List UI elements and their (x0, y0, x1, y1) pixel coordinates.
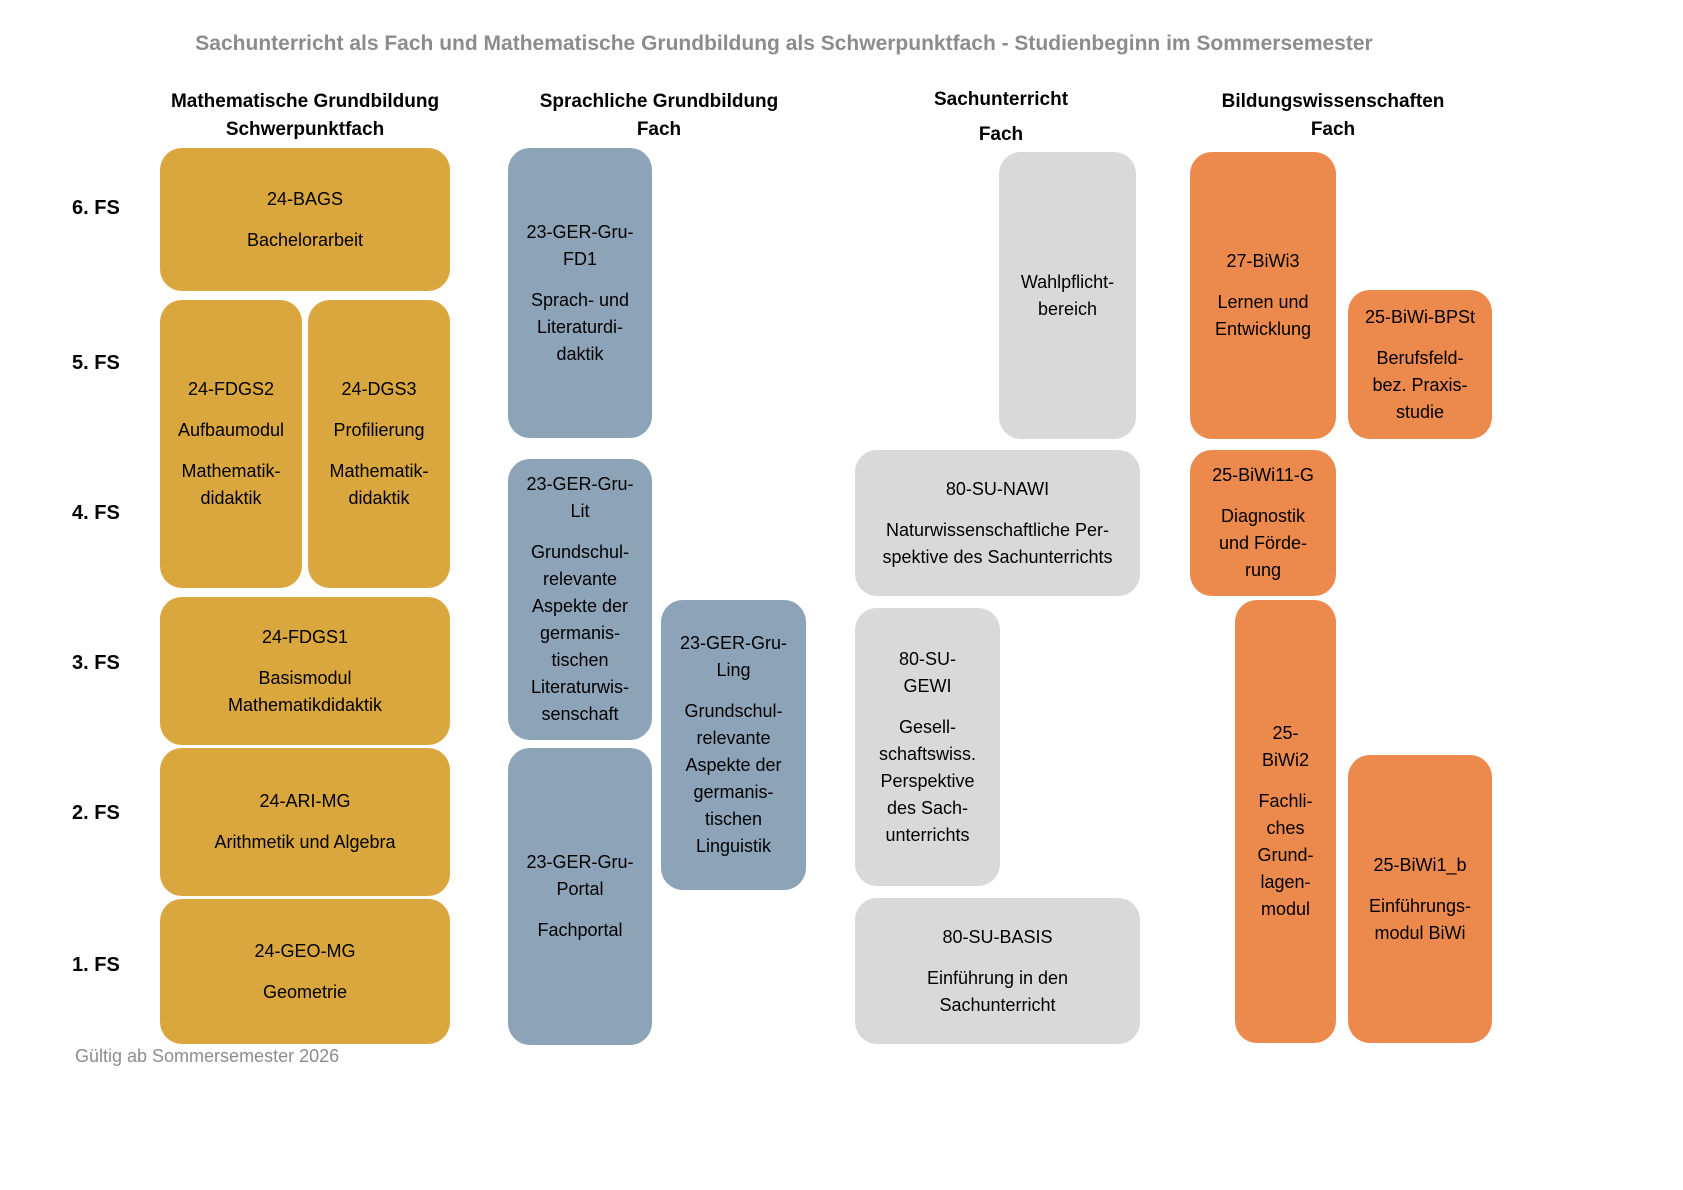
module-text: Mathematik- didaktik (329, 461, 429, 508)
module-text: Basismodul Mathematikdidaktik (227, 667, 383, 715)
module-text: Sprach- und Literaturdi- daktik (530, 289, 630, 364)
module-code: 23-GER-Gru- FD1 (526, 221, 634, 269)
module-text: Fachportal (537, 920, 623, 940)
module-box-24-ari-mg: 24-ARI-MG Arithmetik und Algebra (160, 748, 450, 896)
semester-label-4fs: 4. FS (72, 502, 120, 524)
module-code: 23-GER-Gru- Lit (526, 474, 634, 521)
module-box-80-su-nawi: 80-SU-NAWI Naturwissenschaftliche Per- s… (855, 450, 1140, 596)
semester-label-3fs: 3. FS (72, 652, 120, 674)
module-code: 24-DGS3 (341, 379, 417, 399)
module-text: Aufbaumodul (177, 420, 285, 440)
column-header-sprachliche-grundbildung: Sprachliche Grundbildung Fach (539, 91, 779, 140)
module-text: Mathematik- didaktik (181, 461, 281, 508)
module-code: 23-GER-Gru- Ling (679, 633, 787, 680)
module-code: 25-BiWi1_b (1373, 854, 1467, 875)
module-code: 80-SU-NAWI (945, 478, 1050, 499)
column-header-mathematische-grundbildung: Mathematische Grundbildung Schwerpunktfa… (170, 91, 440, 140)
module-text: Fachli- ches Grund- lagen- modul (1257, 791, 1314, 919)
module-box-24-fdgs1: 24-FDGS1 Basismodul Mathematikdidaktik (160, 597, 450, 745)
module-text: Lernen und Entwicklung (1214, 292, 1312, 339)
module-box-24-bags: 24-BAGS Bachelorarbeit (160, 148, 450, 291)
module-code: 24-GEO-MG (254, 940, 356, 961)
semester-label-2fs: 2. FS (72, 802, 120, 824)
module-box-25-biwi2: 25- BiWi2 Fachli- ches Grund- lagen- mod… (1235, 600, 1336, 1043)
page-title: Sachunterricht als Fach und Mathematisch… (195, 32, 1373, 55)
module-text: Grundschul- relevante Aspekte der german… (684, 701, 783, 856)
module-text: Naturwissenschaftliche Per- spektive des… (882, 519, 1113, 567)
module-text: Bachelorarbeit (246, 229, 364, 250)
semester-label-5fs: 5. FS (72, 352, 120, 374)
module-text: Gesell- schaftswiss. Perspektive des Sac… (878, 716, 977, 845)
column-header-sachunterricht: Sachunterricht Fach (933, 89, 1069, 146)
module-box-23-ger-gru-ling: 23-GER-Gru- Ling Grundschul- relevante A… (661, 600, 806, 890)
module-code: 24-FDGS1 (261, 626, 349, 647)
module-box-25-biwi1-b: 25-BiWi1_b Einführungs- modul BiWi (1348, 755, 1492, 1043)
validity-note: Gültig ab Sommersemester 2026 (75, 1046, 340, 1066)
semester-label-6fs: 6. FS (72, 197, 120, 219)
module-text: Einführungs- modul BiWi (1368, 895, 1472, 943)
module-box-80-su-basis: 80-SU-BASIS Einführung in den Sachunterr… (855, 898, 1140, 1044)
module-box-23-ger-gru-fd1: 23-GER-Gru- FD1 Sprach- und Literaturdi-… (508, 148, 652, 438)
module-box-wahlpflichtbereich: Wahlpflicht- bereich (999, 152, 1136, 439)
module-box-23-ger-gru-portal: 23-GER-Gru- Portal Fachportal (508, 748, 652, 1045)
module-box-25-biwi-bpst: 25-BiWi-BPSt Berufsfeld- bez. Praxis- st… (1348, 290, 1492, 439)
module-box-24-dgs3: 24-DGS3 Profilierung Mathematik- didakti… (308, 300, 450, 588)
module-code: 25- BiWi2 (1261, 723, 1309, 770)
module-code: 24-BAGS (266, 188, 344, 209)
module-box-27-biwi3: 27-BiWi3 Lernen und Entwicklung (1190, 152, 1336, 439)
module-text: Profilierung (333, 420, 425, 440)
module-code: 25-BiWi-BPSt (1364, 306, 1476, 327)
module-box-23-ger-gru-lit: 23-GER-Gru- Lit Grundschul- relevante As… (508, 459, 652, 740)
module-text: Wahlpflicht- bereich (1020, 271, 1115, 319)
module-text: Einführung in den Sachunterricht (926, 967, 1069, 1015)
module-code: 80-SU-BASIS (942, 926, 1053, 947)
column-header-bildungswissenschaften: Bildungswissenschaften Fach (1221, 91, 1445, 140)
module-code: 80-SU- GEWI (898, 648, 956, 696)
module-box-25-biwi11-g: 25-BiWi11-G Diagnostik und Förde- rung (1190, 450, 1336, 596)
module-code: 25-BiWi11-G (1212, 465, 1314, 485)
module-text: Geometrie (262, 981, 348, 1002)
module-code: 24-ARI-MG (259, 791, 351, 811)
module-code: 23-GER-Gru- Portal (526, 852, 634, 899)
module-code: 24-FDGS2 (187, 379, 275, 399)
module-box-24-fdgs2: 24-FDGS2 Aufbaumodul Mathematik- didakti… (160, 300, 302, 588)
module-box-24-geo-mg: 24-GEO-MG Geometrie (160, 899, 450, 1044)
module-text: Diagnostik und Förde- rung (1218, 506, 1308, 580)
module-text: Berufsfeld- bez. Praxis- studie (1372, 347, 1468, 422)
module-box-80-su-gewi: 80-SU- GEWI Gesell- schaftswiss. Perspek… (855, 608, 1000, 886)
semester-label-1fs: 1. FS (72, 954, 120, 976)
module-code: 27-BiWi3 (1226, 251, 1300, 271)
module-text: Arithmetik und Algebra (214, 832, 396, 852)
module-text: Grundschul- relevante Aspekte der german… (530, 542, 630, 724)
